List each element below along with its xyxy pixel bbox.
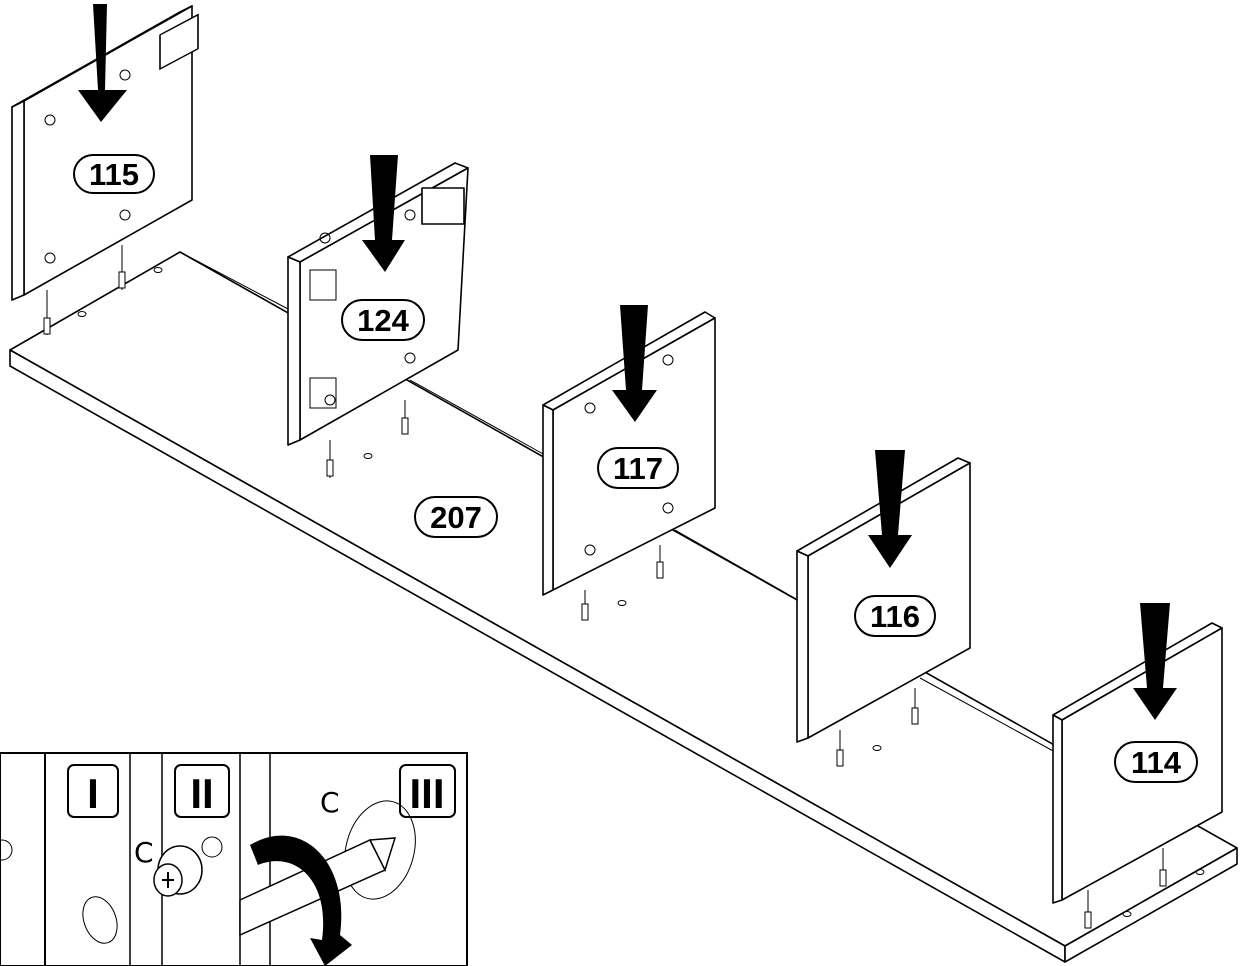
screwdriver-icon [239,837,397,937]
svg-text:I: I [87,770,99,817]
svg-text:C: C [134,836,154,869]
panel-115: 115 [11,4,199,335]
step-1-box: I [67,764,119,818]
step-3-box: III [399,764,456,818]
svg-text:116: 116 [870,599,920,634]
panel-114: 114 [1052,603,1223,929]
svg-text:124: 124 [357,303,409,338]
label-117: 117 [597,447,679,489]
panel-117: 117 [542,305,716,621]
label-116: 116 [854,595,936,637]
label-114: 114 [1114,741,1198,783]
fastener-inset: I II C III C [0,752,468,966]
panel-124: 124 [287,155,469,478]
down-arrow-icon [612,305,657,422]
label-207: 207 [414,496,498,538]
placement-lines [179,251,1056,753]
label-124: 124 [341,299,425,341]
rotate-arrow-icon [250,835,352,966]
panel-116: 116 [796,450,971,767]
down-arrow-icon [868,450,912,568]
svg-text:III: III [409,770,444,817]
svg-text:II: II [190,770,213,817]
down-arrow-icon [1133,603,1177,720]
step-2-box: II [174,764,230,818]
cam-lock-icon [153,836,223,897]
svg-text:207: 207 [430,500,482,535]
label-115: 115 [73,154,155,194]
svg-text:C: C [320,786,340,819]
down-arrow-icon [78,4,127,122]
down-arrow-icon [362,155,405,272]
svg-text:117: 117 [613,451,663,486]
svg-text:115: 115 [89,157,139,192]
svg-text:114: 114 [1131,745,1182,780]
